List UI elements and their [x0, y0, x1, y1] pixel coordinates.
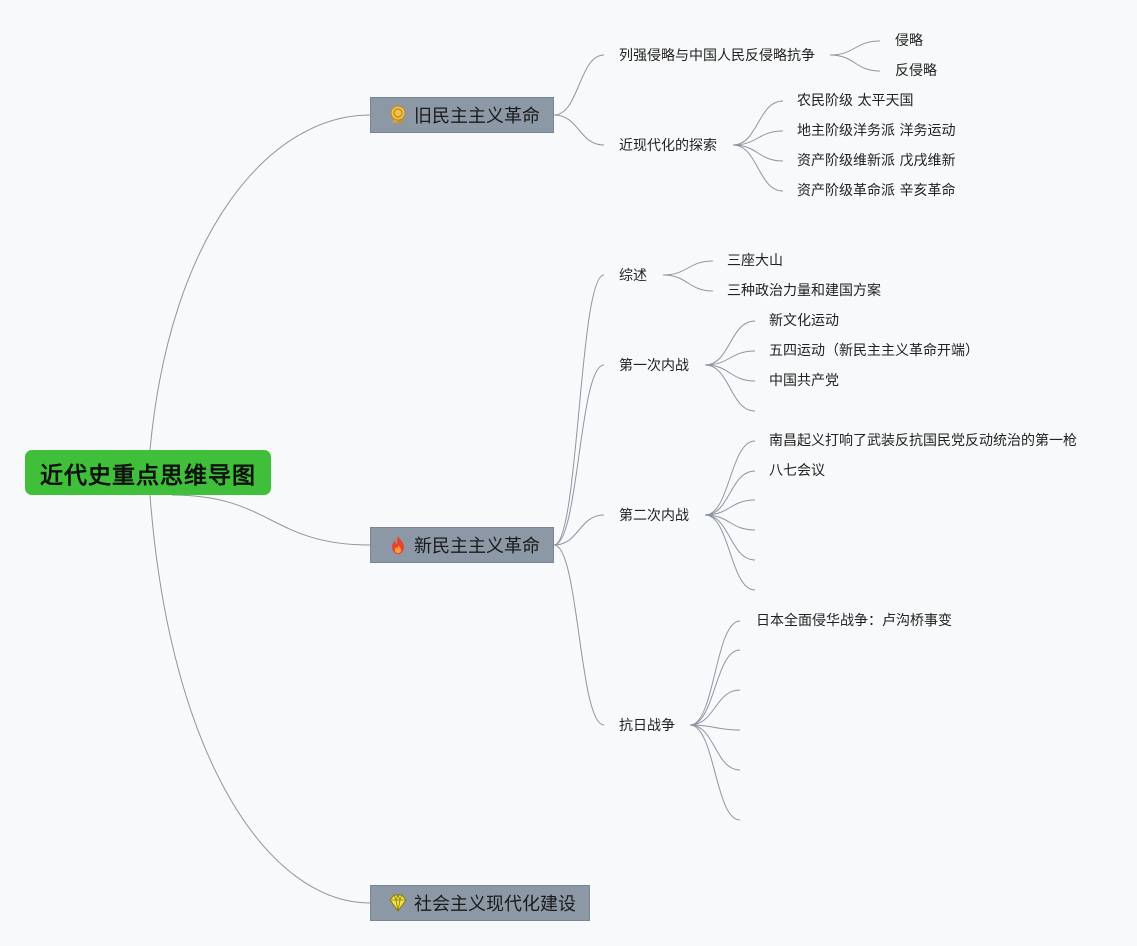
leaf-connector	[704, 470, 756, 516]
topic-label: 旧民主主义革命	[414, 106, 540, 127]
leaf-connector	[704, 320, 756, 366]
leaf-connector	[704, 499, 756, 516]
leaf-node[interactable]: 反侵略	[895, 63, 937, 79]
root-connector	[171, 494, 371, 546]
leaf-node[interactable]: 八七会议	[769, 463, 825, 479]
topic-node-new-democratic-revolution[interactable]: 新民主主义革命	[370, 527, 554, 563]
leaf-connector	[732, 144, 784, 192]
leaf-connector	[704, 364, 756, 382]
leaf-node[interactable]: 新文化运动	[769, 313, 839, 329]
leaf-connector	[662, 274, 714, 292]
fire-icon	[388, 535, 408, 555]
topic-label: 社会主义现代化建设	[414, 894, 576, 915]
leaf-node[interactable]: 中国共产党	[769, 373, 839, 389]
leaf-connector	[662, 260, 714, 276]
leaf-connector	[689, 620, 741, 726]
subtopic-invasion-and-resistance[interactable]: 列强侵略与中国人民反侵略抗争	[619, 48, 815, 64]
topic-label: 新民主主义革命	[414, 536, 540, 557]
leaf-node[interactable]: 三种政治力量和建国方案	[727, 283, 881, 299]
topic-node-socialist-modernization[interactable]: 社会主义现代化建设	[370, 885, 590, 921]
subtopic-overview[interactable]: 综述	[619, 268, 647, 284]
leaf-node[interactable]: 南昌起义打响了武装反抗国民党反动统治的第一枪	[769, 433, 1077, 449]
topic-node-old-democratic-revolution[interactable]: 旧民主主义革命	[370, 97, 554, 133]
leaf-connector	[829, 40, 881, 56]
leaf-connector	[689, 724, 741, 821]
root-node[interactable]: 近代史重点思维导图	[25, 450, 271, 495]
leaf-connector	[704, 440, 756, 516]
leaf-connector	[732, 100, 784, 146]
leaf-node[interactable]: 三座大山	[727, 253, 783, 269]
subtopic-anti-japanese-war[interactable]: 抗日战争	[619, 718, 675, 734]
subtopic-modernization-exploration[interactable]: 近现代化的探索	[619, 138, 717, 154]
leaf-node[interactable]: 侵略	[895, 33, 923, 49]
subtopic-second-civil-war[interactable]: 第二次内战	[619, 508, 689, 524]
topic-connector	[553, 114, 605, 146]
leaf-node[interactable]: 资产阶级革命派 辛亥革命	[797, 183, 956, 199]
connector-lines	[149, 40, 881, 904]
leaf-connector	[689, 724, 741, 771]
root-connector	[149, 494, 371, 904]
leaf-connector	[704, 514, 756, 561]
leaf-connector	[732, 130, 784, 146]
leaf-node[interactable]: 资产阶级维新派 戊戌维新	[797, 153, 956, 169]
topic-connector	[553, 364, 605, 546]
topic-connector	[553, 514, 605, 546]
topic-connector	[553, 544, 605, 726]
leaf-connector	[704, 514, 756, 531]
topic-connector	[553, 274, 605, 546]
diamond-icon	[388, 893, 408, 913]
leaf-connector	[704, 350, 756, 366]
leaf-node[interactable]: 地主阶级洋务派 洋务运动	[797, 123, 956, 139]
root-connector	[149, 114, 371, 451]
subtopic-first-civil-war[interactable]: 第一次内战	[619, 358, 689, 374]
root-node-label: 近代史重点思维导图	[40, 462, 256, 489]
leaf-connector	[732, 144, 784, 162]
leaf-connector	[704, 514, 756, 591]
medal-icon	[388, 105, 408, 125]
topic-connector	[553, 54, 605, 116]
leaf-node[interactable]: 日本全面侵华战争：卢沟桥事变	[756, 613, 952, 629]
leaf-connector	[704, 364, 756, 412]
leaf-connector	[829, 54, 881, 72]
leaf-connector	[689, 649, 741, 726]
leaf-connector	[689, 689, 741, 726]
leaf-node[interactable]: 农民阶级 太平天国	[797, 93, 914, 109]
leaf-connector	[689, 724, 741, 731]
leaf-node[interactable]: 五四运动（新民主主义革命开端）	[769, 343, 979, 359]
